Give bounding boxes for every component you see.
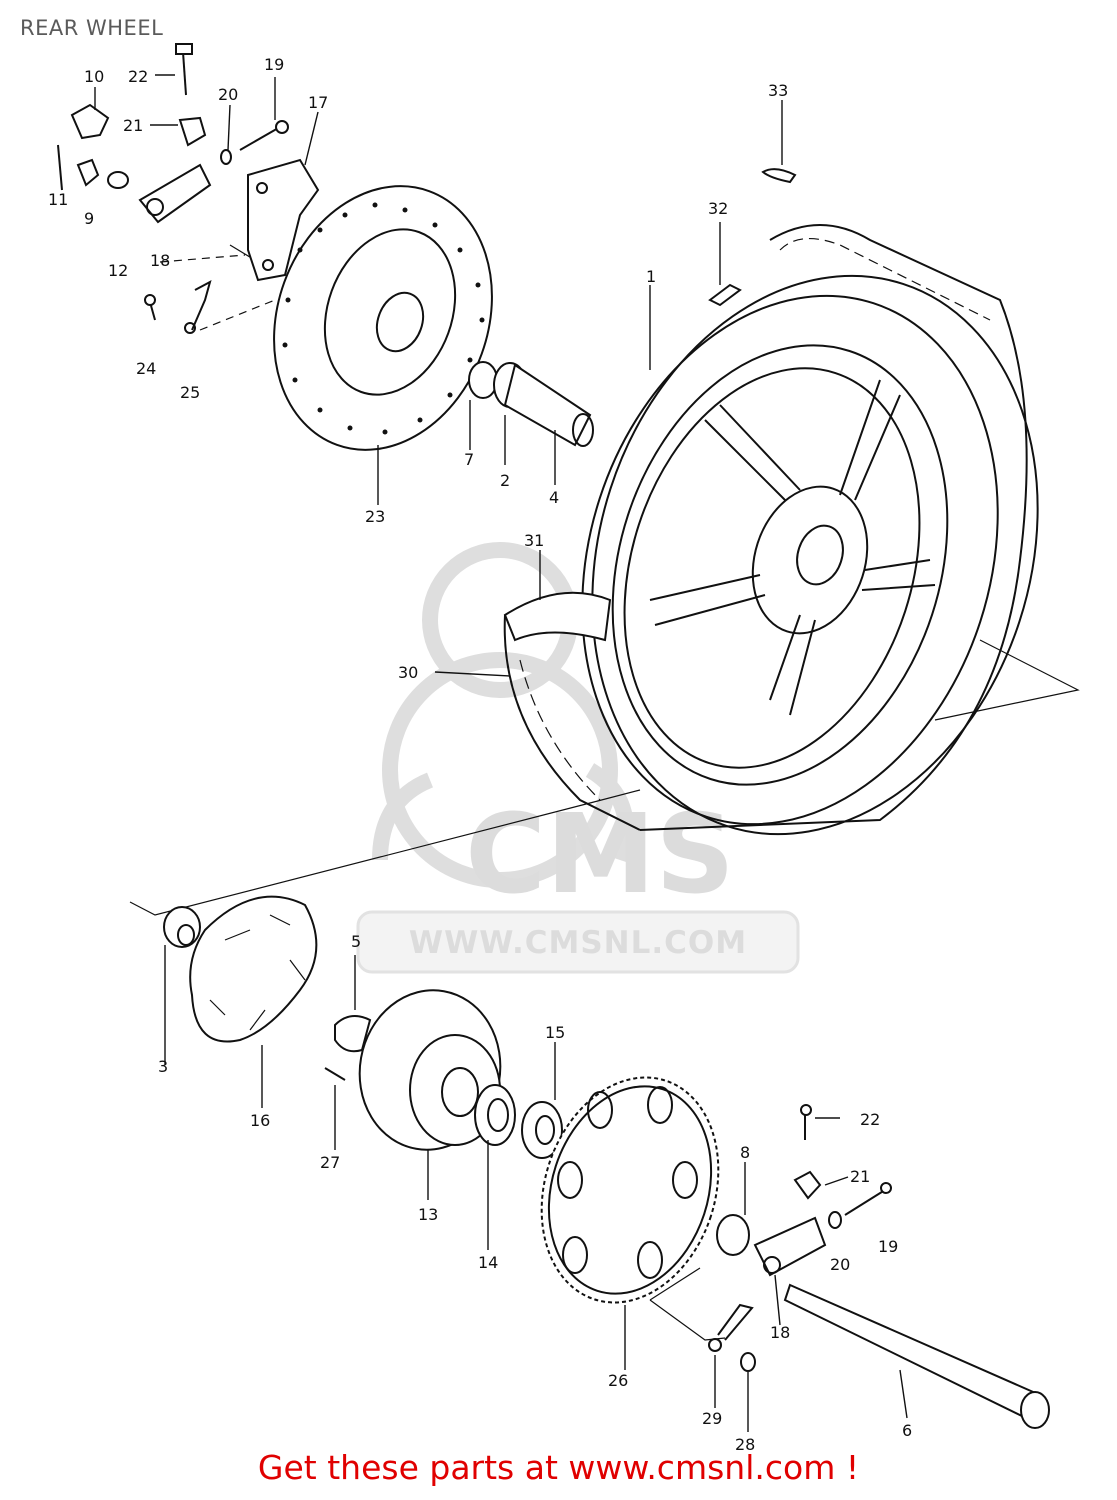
watermark-url-box bbox=[356, 910, 800, 974]
part-label: 19 bbox=[264, 55, 284, 74]
axle-6-and-hardware bbox=[708, 1104, 1050, 1429]
part-number-labels: 1 2 3 4 5 6 7 8 9 10 11 12 13 14 15 16 1… bbox=[48, 55, 912, 1454]
part-label: 13 bbox=[418, 1205, 438, 1224]
part-label: 21 bbox=[850, 1167, 870, 1186]
part-label: 21 bbox=[123, 116, 143, 135]
page-title: REAR WHEEL bbox=[20, 16, 164, 40]
part-label: 20 bbox=[830, 1255, 850, 1274]
part-label: 1 bbox=[646, 267, 656, 286]
small-hardware-top bbox=[57, 43, 797, 334]
part-label: 8 bbox=[740, 1143, 750, 1162]
bearing-14-15 bbox=[474, 1084, 563, 1159]
part-label: 31 bbox=[524, 531, 544, 550]
part-label: 20 bbox=[218, 85, 238, 104]
part-label: 14 bbox=[478, 1253, 498, 1272]
part-label: 29 bbox=[702, 1409, 722, 1428]
part-label: 18 bbox=[770, 1323, 790, 1342]
part-label: 24 bbox=[136, 359, 156, 378]
part-label: 7 bbox=[464, 450, 474, 469]
part-label: 3 bbox=[158, 1057, 168, 1076]
watermark-url: WWW.CMSNL.COM bbox=[408, 925, 748, 961]
part-label: 23 bbox=[365, 507, 385, 526]
part-label: 16 bbox=[250, 1111, 270, 1130]
part-label: 15 bbox=[545, 1023, 565, 1042]
part-label: 32 bbox=[708, 199, 728, 218]
cush-drive-damper-16 bbox=[163, 895, 318, 1043]
part-label: 6 bbox=[902, 1421, 912, 1440]
part-label: 28 bbox=[735, 1435, 755, 1454]
rear-sprocket-26 bbox=[540, 1076, 720, 1304]
part-label: 2 bbox=[500, 471, 510, 490]
part-label: 30 bbox=[398, 663, 418, 682]
caliper-bracket-17 bbox=[247, 158, 320, 282]
part-label: 9 bbox=[84, 209, 94, 228]
part-label: 17 bbox=[308, 93, 328, 112]
rear-wheel-rim-and-tire bbox=[581, 224, 1039, 836]
torque-link-18 bbox=[138, 163, 212, 224]
part-label: 4 bbox=[549, 488, 559, 507]
part-label: 33 bbox=[768, 81, 788, 100]
part-label: 18 bbox=[150, 251, 170, 270]
part-label: 27 bbox=[320, 1153, 340, 1172]
part-label: 22 bbox=[128, 67, 148, 86]
hub-bearings-spacer bbox=[468, 361, 594, 447]
part-label: 5 bbox=[351, 932, 361, 951]
part-label: 10 bbox=[84, 67, 104, 86]
watermark-cms-text: CMS bbox=[465, 790, 734, 918]
part-label: 25 bbox=[180, 383, 200, 402]
watermark-logo bbox=[372, 542, 634, 888]
part-label: 11 bbox=[48, 190, 68, 209]
part-label: 12 bbox=[108, 261, 128, 280]
brake-disc bbox=[273, 185, 493, 451]
leader-lines bbox=[94, 74, 908, 1432]
part-label: 19 bbox=[878, 1237, 898, 1256]
part-label: 26 bbox=[608, 1371, 628, 1390]
part-label: 22 bbox=[860, 1110, 880, 1129]
footer-link[interactable]: Get these parts at www.cmsnl.com ! bbox=[257, 1448, 860, 1487]
